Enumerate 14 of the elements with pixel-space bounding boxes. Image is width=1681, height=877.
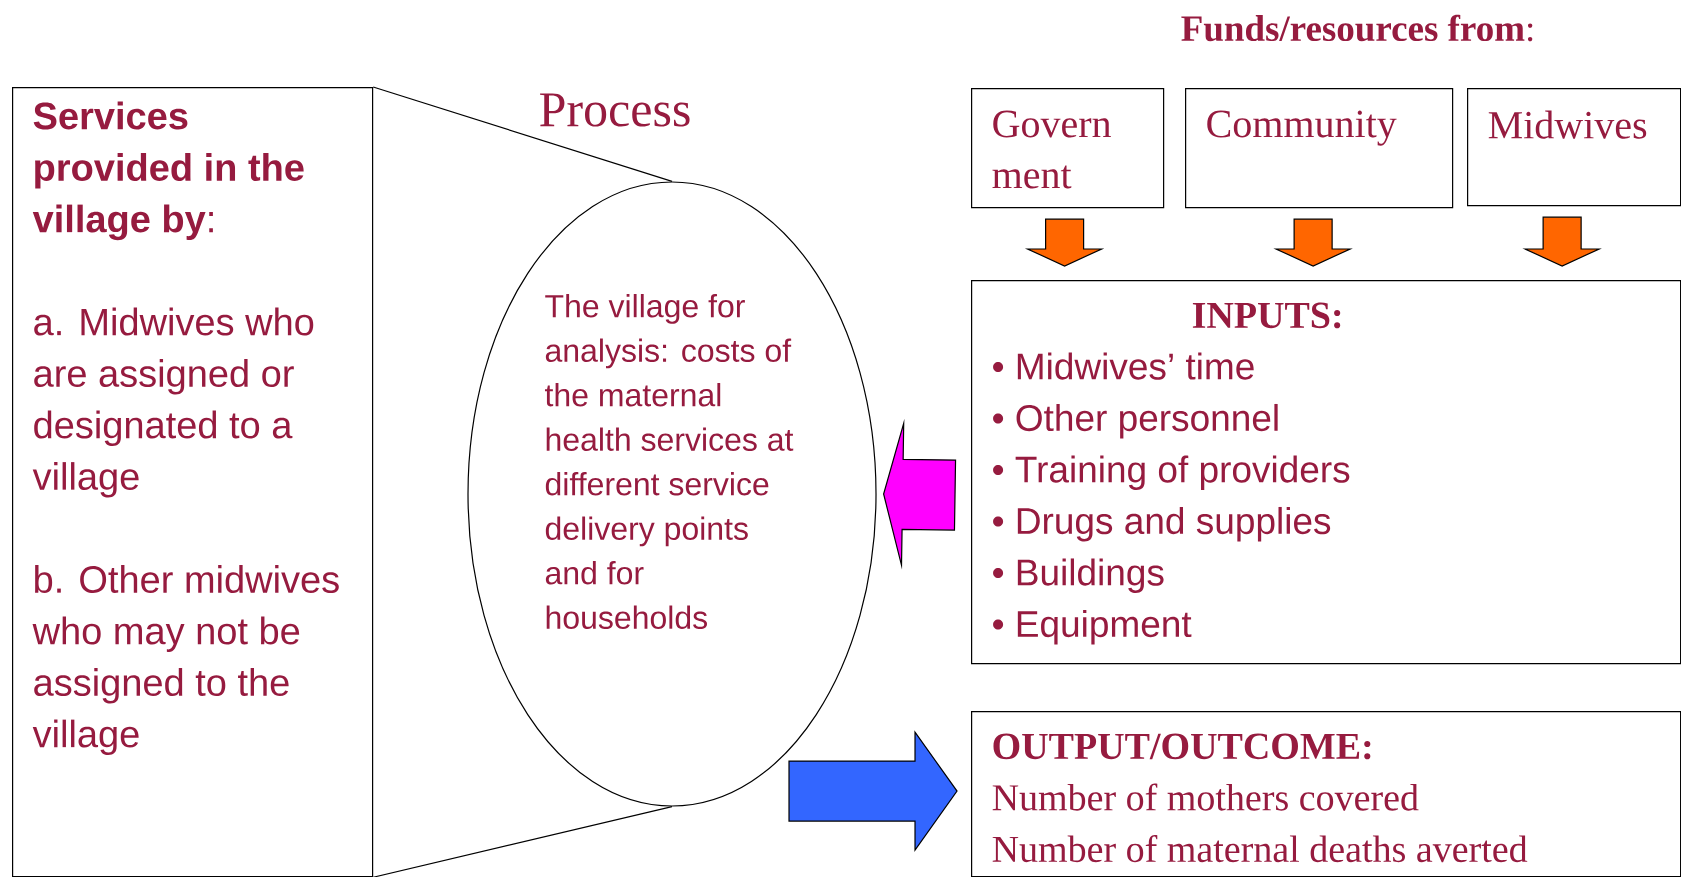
zoom-line [372,86,673,182]
block-arrow [1024,218,1105,267]
zoom-line [372,806,673,877]
source-box: Midwives [1467,88,1681,207]
process-label: Process [540,93,690,127]
source-box: Community [1185,88,1454,209]
text-box: Services provided in the village by: a. Midwives who are assigned or designated to a village b. Other midwives who may not be assigned to the village [12,87,374,877]
block-arrow [788,730,958,852]
block-arrow [1273,218,1353,267]
block-arrow [1522,216,1602,267]
inputs-box: INPUTS: • Midwives’ time • Other personnel • Training of providers • Drugs and supplies • Buildings • Equipment [971,280,1681,665]
title: Funds/resources from: [1181,14,1533,42]
source-box: Govern ment [971,88,1165,209]
output-box: OUTPUT/OUTCOME: Number of mothers covered Number of maternal deaths averted [971,711,1681,877]
